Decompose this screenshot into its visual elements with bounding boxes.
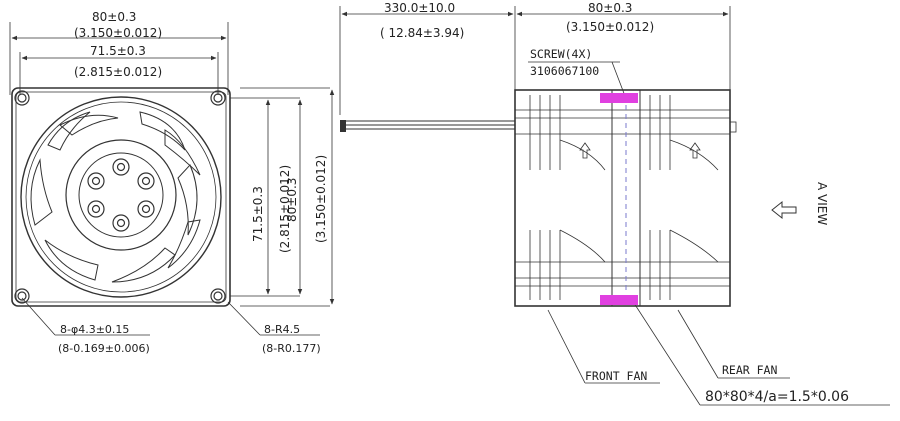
lead-length-inch: ( 12.84±3.94) [380, 26, 464, 40]
hole-callout-inch: (8-0.169±0.006) [58, 342, 150, 355]
depth-dimension-inch: (3.150±0.012) [566, 20, 654, 34]
rear-fan-label: REAR FAN [722, 363, 777, 377]
side-view [339, 6, 890, 406]
vertical-hole-spacing: 71.5±0.3 [251, 186, 265, 242]
spec-label: 80*80*4/a=1.5*0.06 [705, 389, 849, 405]
front-view [9, 22, 335, 336]
width-dimension-inch: (3.150±0.012) [74, 26, 162, 40]
screw-label: SCREW(4X) [530, 47, 592, 61]
width-dimension: 80±0.3 [92, 10, 136, 24]
height-dimension-inch: (3.150±0.012) [314, 155, 328, 243]
depth-dimension: 80±0.3 [588, 1, 632, 15]
hole-spacing-dimension-inch: (2.815±0.012) [74, 65, 162, 79]
lead-length: 330.0±10.0 [384, 1, 455, 15]
bottom-screw [600, 295, 638, 305]
screw-part-number: 3106067100 [530, 64, 599, 78]
a-view-label: A VIEW [815, 182, 829, 225]
hole-callout: 8-φ4.3±0.15 [60, 323, 129, 336]
radius-callout-inch: (8-R0.177) [262, 342, 321, 355]
top-screw [600, 93, 638, 103]
vertical-hole-spacing-inch: (2.815±0.012) [278, 165, 292, 253]
front-fan-label: FRONT FAN [585, 369, 647, 383]
hole-spacing-dimension: 71.5±0.3 [90, 44, 146, 58]
radius-callout: 8-R4.5 [264, 323, 300, 336]
height-dimension: 80±0.3 [285, 178, 299, 222]
